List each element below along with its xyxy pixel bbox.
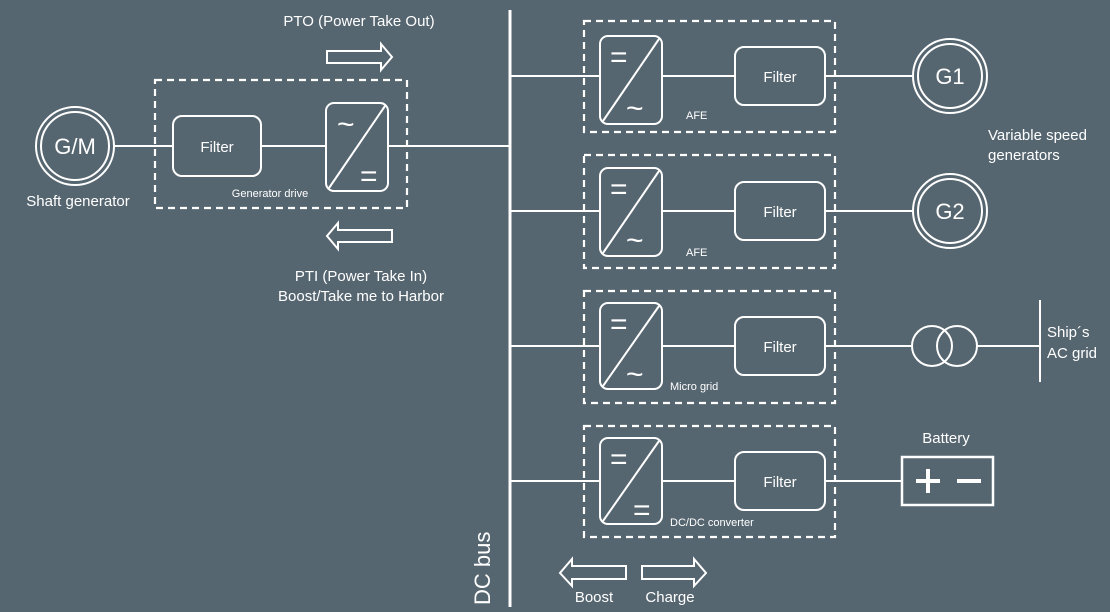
- gm-label: G/M: [54, 134, 96, 159]
- boost-arrow-icon: [558, 556, 627, 589]
- svg-text:G2: G2: [935, 199, 964, 224]
- pti-arrow-icon: [325, 220, 393, 252]
- svg-text:~: ~: [626, 358, 644, 391]
- svg-text:~: ~: [626, 224, 644, 257]
- dcdc-label: DC/DC converter: [670, 517, 754, 529]
- svg-text:~: ~: [337, 108, 355, 141]
- afe-frame-2: [582, 153, 837, 270]
- svg-text:Filter: Filter: [763, 69, 796, 86]
- svg-text:=: =: [633, 494, 651, 527]
- svg-text:=: =: [360, 160, 378, 193]
- svg-text:Filter: Filter: [763, 204, 796, 221]
- transformer-icon: [911, 325, 978, 367]
- pto-label: PTO (Power Take Out): [283, 13, 434, 30]
- generator-drive-label: Generator drive: [232, 188, 308, 200]
- variable-speed-label-2: generators: [988, 147, 1060, 164]
- svg-text:Filter: Filter: [200, 139, 233, 156]
- filter-block-1: Filter: [734, 46, 826, 106]
- filter-block-2: Filter: [734, 181, 826, 241]
- converter-dc-dc-icon: = =: [599, 437, 663, 527]
- ships-ac-grid-label-1: Ship´s: [1047, 324, 1090, 341]
- afe-label-1: AFE: [686, 110, 707, 122]
- inverter-dc-ac-icon: = ~: [599, 302, 663, 391]
- afe-label-2: AFE: [686, 247, 707, 259]
- micro-grid-label: Micro grid: [670, 381, 718, 393]
- pti-label-line2: Boost/Take me to Harbor: [278, 288, 444, 305]
- inverter-dc-ac-icon: = ~: [599, 35, 663, 125]
- battery-icon: [900, 455, 995, 507]
- ships-ac-grid-label-2: AC grid: [1047, 345, 1097, 362]
- pti-label-line1: PTI (Power Take In): [295, 268, 427, 285]
- generator-g1: G1: [912, 38, 988, 114]
- svg-text:=: =: [610, 41, 628, 74]
- dc-bus-label: DC bus: [470, 532, 495, 605]
- generator-g2: G2: [912, 173, 988, 249]
- svg-text:~: ~: [626, 92, 644, 125]
- svg-text:Filter: Filter: [763, 339, 796, 356]
- shaft-generator: G/M: [35, 106, 115, 186]
- filter-block-shaft: Filter: [172, 115, 262, 177]
- inverter-dc-ac-icon: = ~: [599, 167, 663, 257]
- svg-text:G1: G1: [935, 64, 964, 89]
- variable-speed-label-1: Variable speed: [988, 127, 1087, 144]
- svg-text:Filter: Filter: [763, 474, 796, 491]
- filter-block-3: Filter: [734, 316, 826, 376]
- boost-label: Boost: [575, 589, 614, 606]
- battery-label: Battery: [922, 430, 970, 447]
- shaft-generator-label: Shaft generator: [26, 193, 129, 210]
- generator-drive-frame: [153, 78, 409, 210]
- filter-block-4: Filter: [734, 451, 826, 511]
- svg-text:=: =: [610, 308, 628, 341]
- inverter-ac-dc-icon: ~ =: [325, 102, 389, 193]
- charge-label: Charge: [645, 589, 694, 606]
- svg-text:=: =: [610, 173, 628, 206]
- charge-arrow-icon: [641, 556, 708, 589]
- svg-text:=: =: [610, 443, 628, 476]
- pto-arrow-icon: [326, 41, 394, 73]
